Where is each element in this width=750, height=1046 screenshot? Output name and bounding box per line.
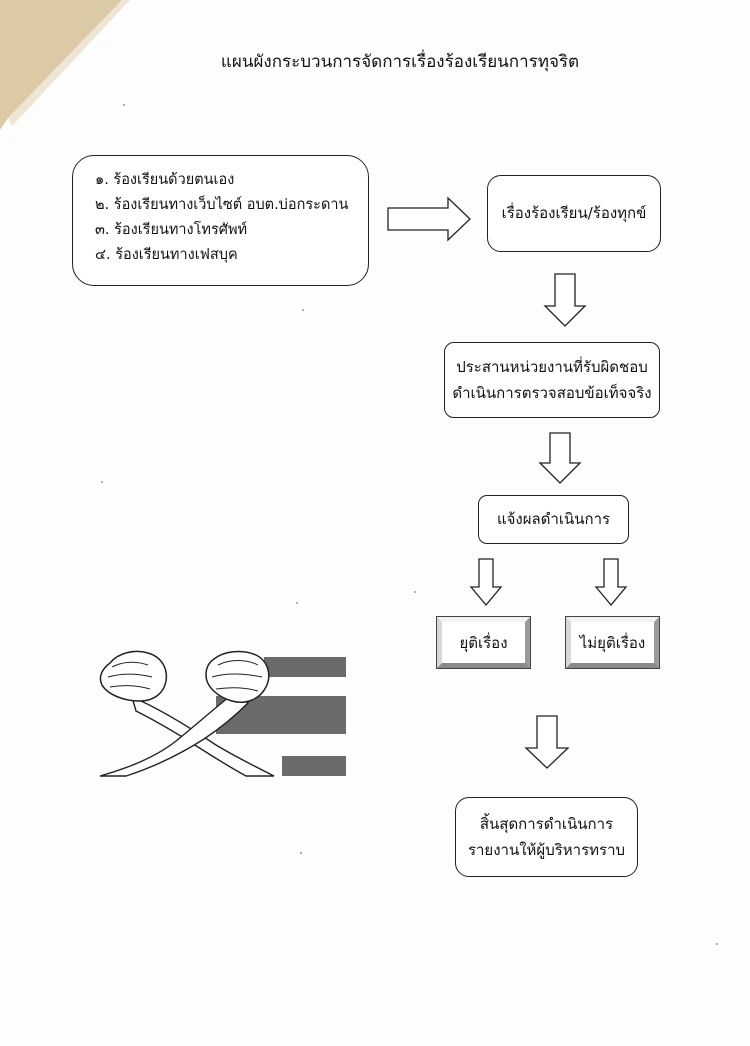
scan-speck	[296, 602, 298, 604]
channel-item: ๓. ร้องเรียนทางโทรศัพท์	[95, 221, 248, 238]
down-arrow-left-icon	[469, 558, 503, 607]
crossed-fists-anti-corruption-logo	[99, 650, 346, 777]
down-arrow-icon	[543, 273, 587, 327]
case-not-closed-label: ไม่ยุติเรื่อง	[579, 633, 646, 652]
end-line-2: รายงานให้ผู้บริหารทราบ	[467, 841, 626, 859]
channel-item: ๒. ร้องเรียนทางเว็บไซต์ อบต.บ่อกระดาน	[95, 196, 349, 213]
wood-corner-background	[0, 0, 130, 130]
diagram-title: แผนผังกระบวนการจัดการเรื่องร้องเรียนการท…	[220, 52, 580, 72]
scan-speck	[716, 943, 718, 945]
end-line-1: สิ้นสุดการดำเนินการ	[479, 814, 614, 833]
scan-speck	[302, 309, 304, 311]
case-not-closed-box: ไม่ยุติเรื่อง	[565, 616, 660, 669]
coordinate-investigation-box: ประสานหน่วยงานที่รับผิดชอบ ดำเนินการตรวจ…	[444, 342, 660, 418]
down-arrow-icon	[538, 432, 582, 484]
case-closed-box: ยุติเรื่อง	[436, 616, 531, 669]
complaint-channels-box: ๑. ร้องเรียนด้วยตนเอง ๒. ร้องเรียนทางเว็…	[72, 155, 369, 286]
scan-speck	[414, 591, 416, 593]
coordinate-line-1: ประสานหน่วยงานที่รับผิดชอบ	[456, 357, 648, 376]
down-arrow-icon	[524, 715, 570, 769]
right-arrow-icon	[387, 196, 471, 242]
notify-result-box: แจ้งผลดำเนินการ	[478, 495, 629, 544]
end-process-box: สิ้นสุดการดำเนินการ รายงานให้ผู้บริหารทร…	[455, 797, 638, 877]
coordinate-line-2: ดำเนินการตรวจสอบข้อเท็จจริง	[452, 384, 652, 402]
down-arrow-right-icon	[594, 558, 628, 607]
scan-speck	[101, 481, 103, 483]
case-closed-label: ยุติเรื่อง	[459, 633, 508, 652]
channel-item: ๔. ร้องเรียนทางเฟสบุค	[95, 246, 238, 263]
channel-item: ๑. ร้องเรียนด้วยตนเอง	[95, 172, 235, 188]
scan-speck	[123, 104, 125, 106]
scan-speck	[300, 852, 302, 854]
complaint-box: เรื่องร้องเรียน/ร้องทุกข์	[487, 175, 661, 252]
